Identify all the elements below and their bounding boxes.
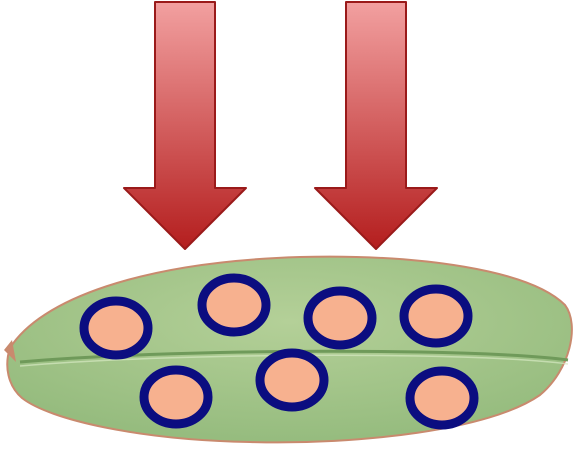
arrow-right	[315, 2, 437, 249]
arrow-right-shape	[315, 2, 437, 249]
dot-6	[260, 353, 324, 407]
dot-7	[410, 371, 474, 425]
arrow-left-shape	[124, 2, 246, 249]
arrow-left	[124, 2, 246, 249]
dot-3	[308, 291, 372, 345]
dot-1	[84, 301, 148, 355]
dot-4	[404, 289, 468, 343]
dot-5	[144, 370, 208, 424]
dot-2	[202, 278, 266, 332]
